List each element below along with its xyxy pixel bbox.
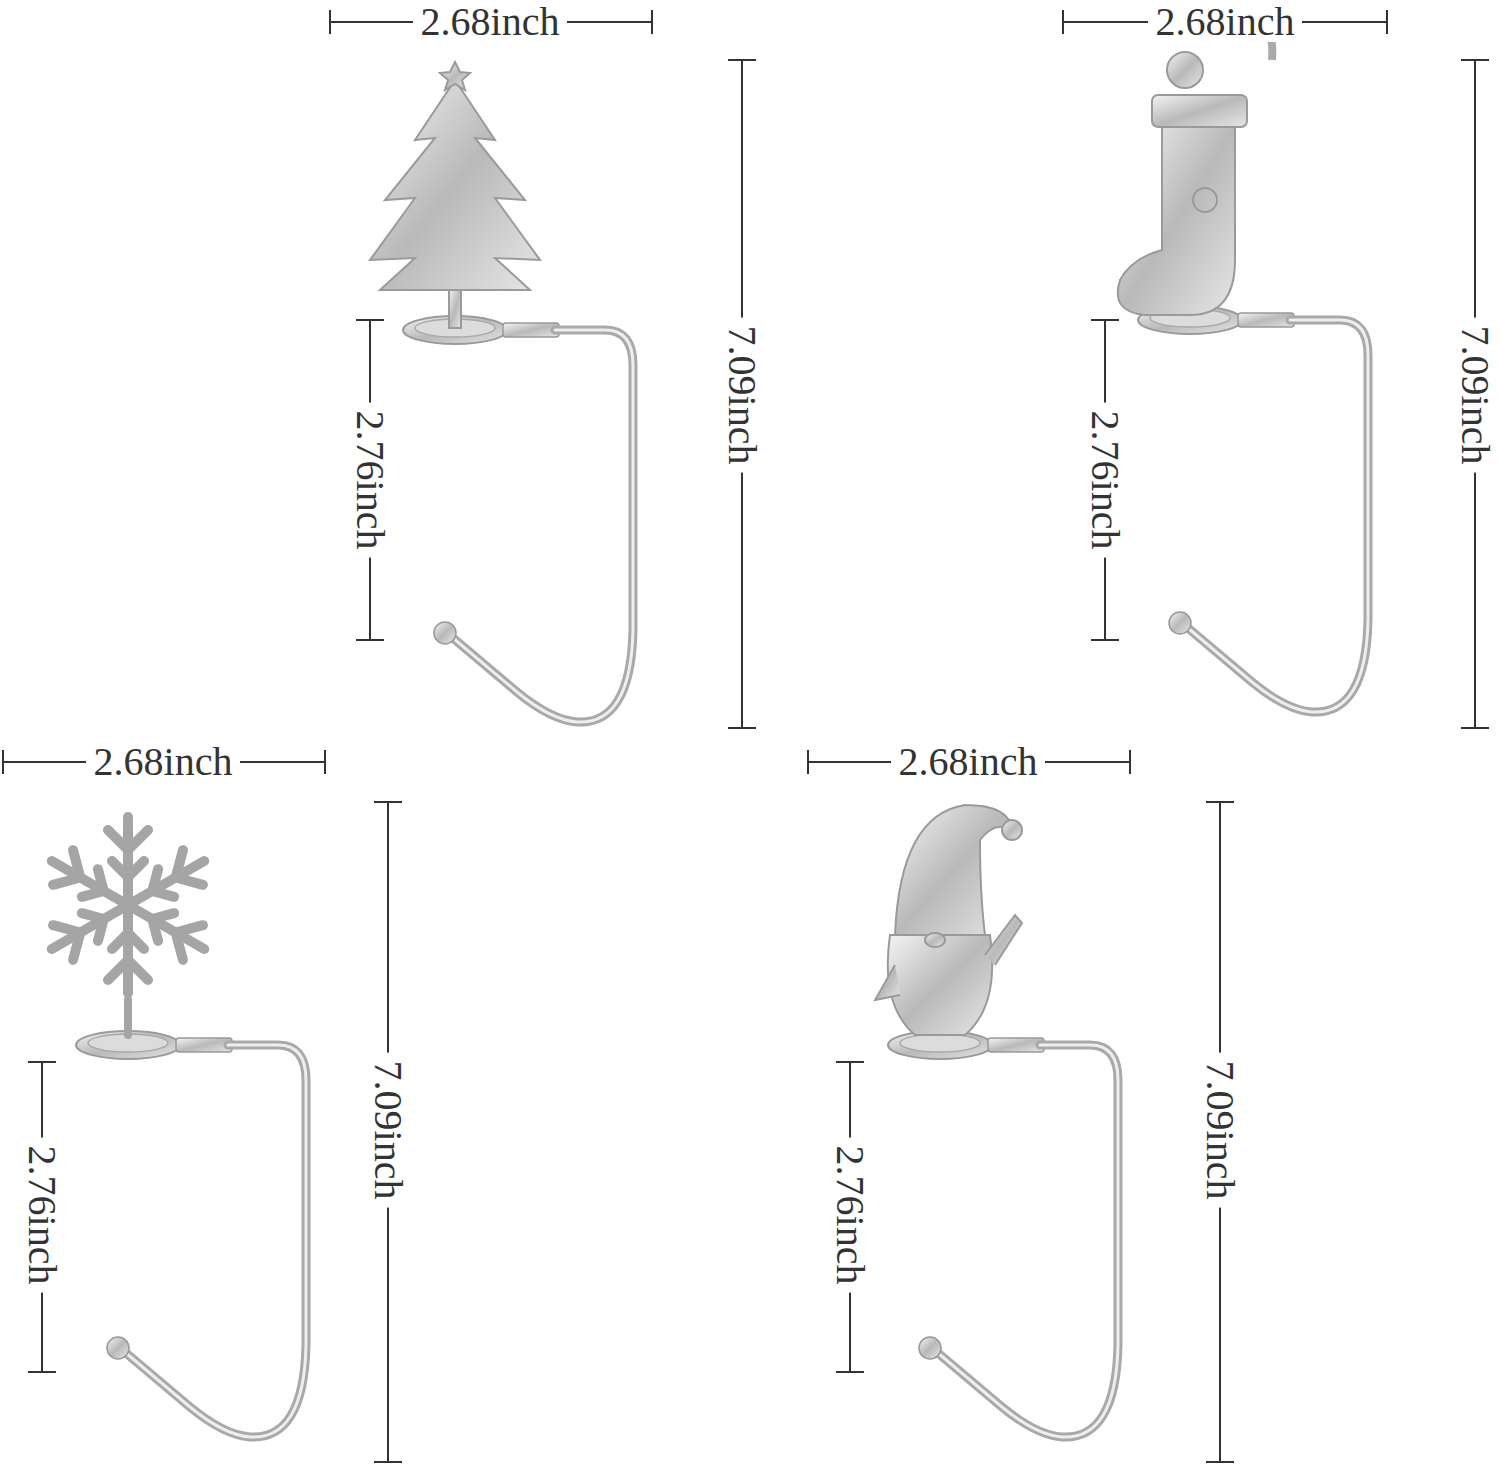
dimension-label: 7.09inch (722, 318, 762, 473)
dimension-label: 2.68inch (86, 742, 241, 782)
stocking-ornament (1118, 24, 1273, 315)
dimension-label: 2.68inch (1148, 2, 1303, 42)
dimension-label: 7.09inch (1455, 318, 1495, 473)
tree-ornament (370, 62, 540, 328)
dimension-label: 2.68inch (891, 742, 1046, 782)
dimension-label: 7.09inch (1200, 1053, 1240, 1208)
dimension-label: 2.76inch (830, 1138, 870, 1293)
dimension-label: 2.76inch (1085, 403, 1125, 558)
dimension-label: 2.76inch (350, 403, 390, 558)
snowflake-ornament (42, 817, 214, 1035)
dimension-label: 7.09inch (368, 1053, 408, 1208)
dimension-label: 2.76inch (22, 1138, 62, 1293)
dimension-label: 2.68inch (413, 2, 568, 42)
gnome-ornament (875, 805, 1022, 1035)
dimension-lines (3, 10, 1489, 1462)
